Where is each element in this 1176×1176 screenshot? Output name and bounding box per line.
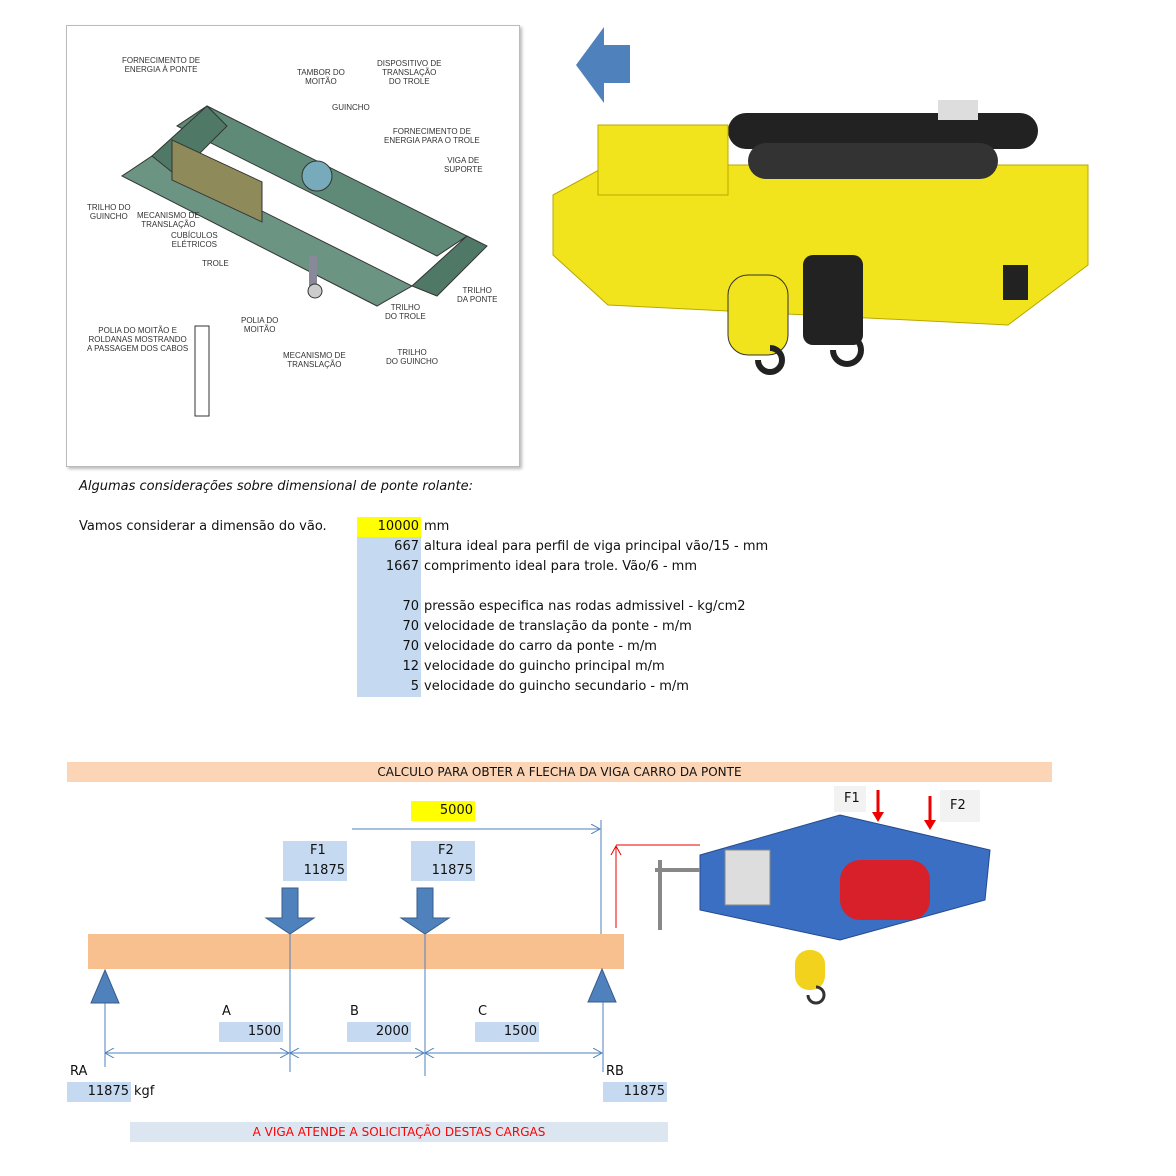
diagram-label: TROLE: [202, 259, 229, 268]
param-desc: velocidade de translação da ponte - m/m: [424, 619, 692, 634]
diagram-label: TRILHO DO TROLE: [385, 303, 426, 321]
half-span-cell[interactable]: 5000: [411, 801, 475, 821]
span-label: Vamos considerar a dimensão do vão.: [79, 519, 327, 534]
f1-box: F1 11875: [283, 841, 347, 881]
blue-trolley-photo: [655, 790, 991, 1005]
param-desc: velocidade do carro da ponte - m/m: [424, 639, 657, 654]
load-arrow-f1: [264, 887, 316, 935]
span-value-cell[interactable]: 10000: [357, 517, 421, 537]
f2-label: F2: [438, 843, 454, 858]
param-desc: mm: [424, 519, 450, 534]
left-arrow-icon: [576, 27, 630, 103]
photo-f2-label: F2: [940, 790, 980, 822]
diagram-label: MECANISMO DE TRANSLAÇÃO: [283, 351, 346, 369]
ra-unit: kgf: [134, 1084, 155, 1099]
rb-label: RB: [606, 1064, 624, 1079]
diagram-label: POLIA DO MOITÃO E ROLDANAS MOSTRANDO A P…: [87, 326, 189, 353]
f2-box: F2 11875: [411, 841, 475, 881]
f1-value[interactable]: 11875: [303, 863, 345, 878]
param-value-cell[interactable]: 667: [357, 537, 421, 557]
diagram-label: FORNECIMENTO DE ENERGIA PARA O TROLE: [384, 127, 480, 145]
param-value-cell[interactable]: 1667: [357, 557, 421, 577]
intro-text: Algumas considerações sobre dimensional …: [79, 479, 473, 494]
diagram-label: TAMBOR DO MOITÃO: [297, 68, 345, 86]
a-value-cell[interactable]: 1500: [219, 1022, 283, 1042]
f2-value[interactable]: 11875: [431, 863, 473, 878]
param-value-cell[interactable]: 5: [357, 677, 421, 697]
diagram-label: POLIA DO MOITÃO: [241, 316, 279, 334]
support-a-icon: [90, 968, 120, 1004]
b-label: B: [350, 1004, 359, 1019]
diagram-label: GUINCHO: [332, 103, 370, 112]
photo-f1-label: F1: [834, 786, 866, 812]
c-value-cell[interactable]: 1500: [475, 1022, 539, 1042]
result-banner: A VIGA ATENDE A SOLICITAÇÃO DESTAS CARGA…: [130, 1122, 668, 1142]
diagram-label: MECANISMO DE TRANSLAÇÃO: [137, 211, 200, 229]
crane-parts-diagram: FORNECIMENTO DE ENERGIA À PONTE TAMBOR D…: [66, 25, 520, 467]
ra-value-cell[interactable]: 11875: [67, 1082, 131, 1102]
param-desc: pressão especifica nas rodas admissivel …: [424, 599, 746, 614]
param-value-cell[interactable]: 12: [357, 657, 421, 677]
diagram-label: TRILHO DO GUINCHO: [87, 203, 131, 221]
calc-header: CALCULO PARA OBTER A FLECHA DA VIGA CARR…: [67, 762, 1052, 782]
diagram-label: DISPOSITIVO DE TRANSLAÇÃO DO TROLE: [377, 59, 442, 86]
param-desc: comprimento ideal para trole. Vão/6 - mm: [424, 559, 698, 574]
load-arrow-f2: [399, 887, 451, 935]
diagram-label: CUBÍCULOS ELÉTRICOS: [171, 231, 218, 249]
support-b-icon: [587, 967, 617, 1003]
beam-diagram: [88, 820, 700, 1076]
param-desc: altura ideal para perfil de viga princip…: [424, 539, 769, 554]
param-value-cell[interactable]: 70: [357, 637, 421, 657]
diagram-label: TRILHO DA PONTE: [457, 286, 498, 304]
blank-cell[interactable]: [357, 577, 421, 597]
diagram-label: FORNECIMENTO DE ENERGIA À PONTE: [122, 56, 201, 74]
f1-label: F1: [310, 843, 326, 858]
param-desc: velocidade do guincho principal m/m: [424, 659, 665, 674]
ra-label: RA: [70, 1064, 88, 1079]
diagram-label: TRILHO DO GUINCHO: [386, 348, 438, 366]
diagram-label: VIGA DE SUPORTE: [444, 156, 483, 174]
rb-value-cell[interactable]: 11875: [603, 1082, 667, 1102]
beam: [88, 934, 624, 969]
crane-drawing: [121, 105, 488, 417]
a-label: A: [222, 1004, 231, 1019]
param-value-cell[interactable]: 70: [357, 597, 421, 617]
c-label: C: [478, 1004, 488, 1019]
b-value-cell[interactable]: 2000: [347, 1022, 411, 1042]
yellow-hoist-photo: [552, 100, 1089, 375]
param-value-cell[interactable]: 70: [357, 617, 421, 637]
param-desc: velocidade do guincho secundario - m/m: [424, 679, 689, 694]
